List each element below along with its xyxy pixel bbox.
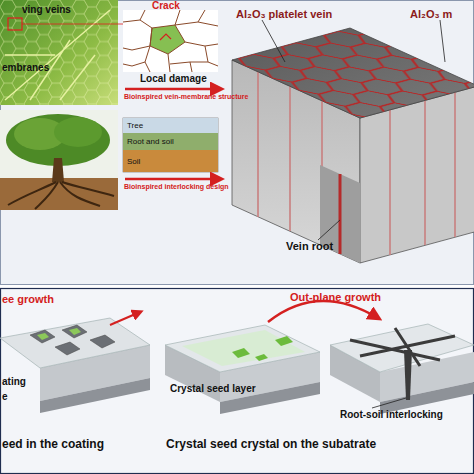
- layer-band: Root and soil: [123, 133, 218, 150]
- part-label: e: [2, 391, 8, 403]
- band-label: Root and soil: [127, 137, 174, 146]
- part-label: Al₂O₃ platelet vein: [236, 8, 332, 21]
- arrow-note: Bioinspired interlocking design: [124, 183, 229, 191]
- step-label: ee growth: [2, 293, 54, 306]
- band-label: Tree: [127, 121, 143, 130]
- band-label: Soil: [127, 157, 140, 166]
- part-label: ving veins: [22, 4, 71, 16]
- panel-caption: Crystal seed crystal on the subatrate: [166, 438, 376, 452]
- panel-caption: eed in the coating: [2, 438, 104, 452]
- step-label: Out-plane growth: [290, 291, 381, 304]
- part-label: ating: [2, 376, 26, 388]
- layer-band: Soil: [123, 150, 218, 172]
- part-label: embranes: [2, 62, 49, 74]
- part-label: Vein root: [286, 240, 333, 253]
- part-label: Crystal seed layer: [170, 383, 256, 395]
- arrow-note: Bioinspired vein-membrane structure: [124, 93, 248, 101]
- part-label: Al₂O₃ m: [410, 8, 452, 21]
- part-label: Crack: [152, 0, 180, 12]
- layer-band: Tree: [123, 118, 218, 133]
- part-label: Local damage: [140, 73, 207, 85]
- part-label: Root-soil interlocking: [340, 409, 443, 421]
